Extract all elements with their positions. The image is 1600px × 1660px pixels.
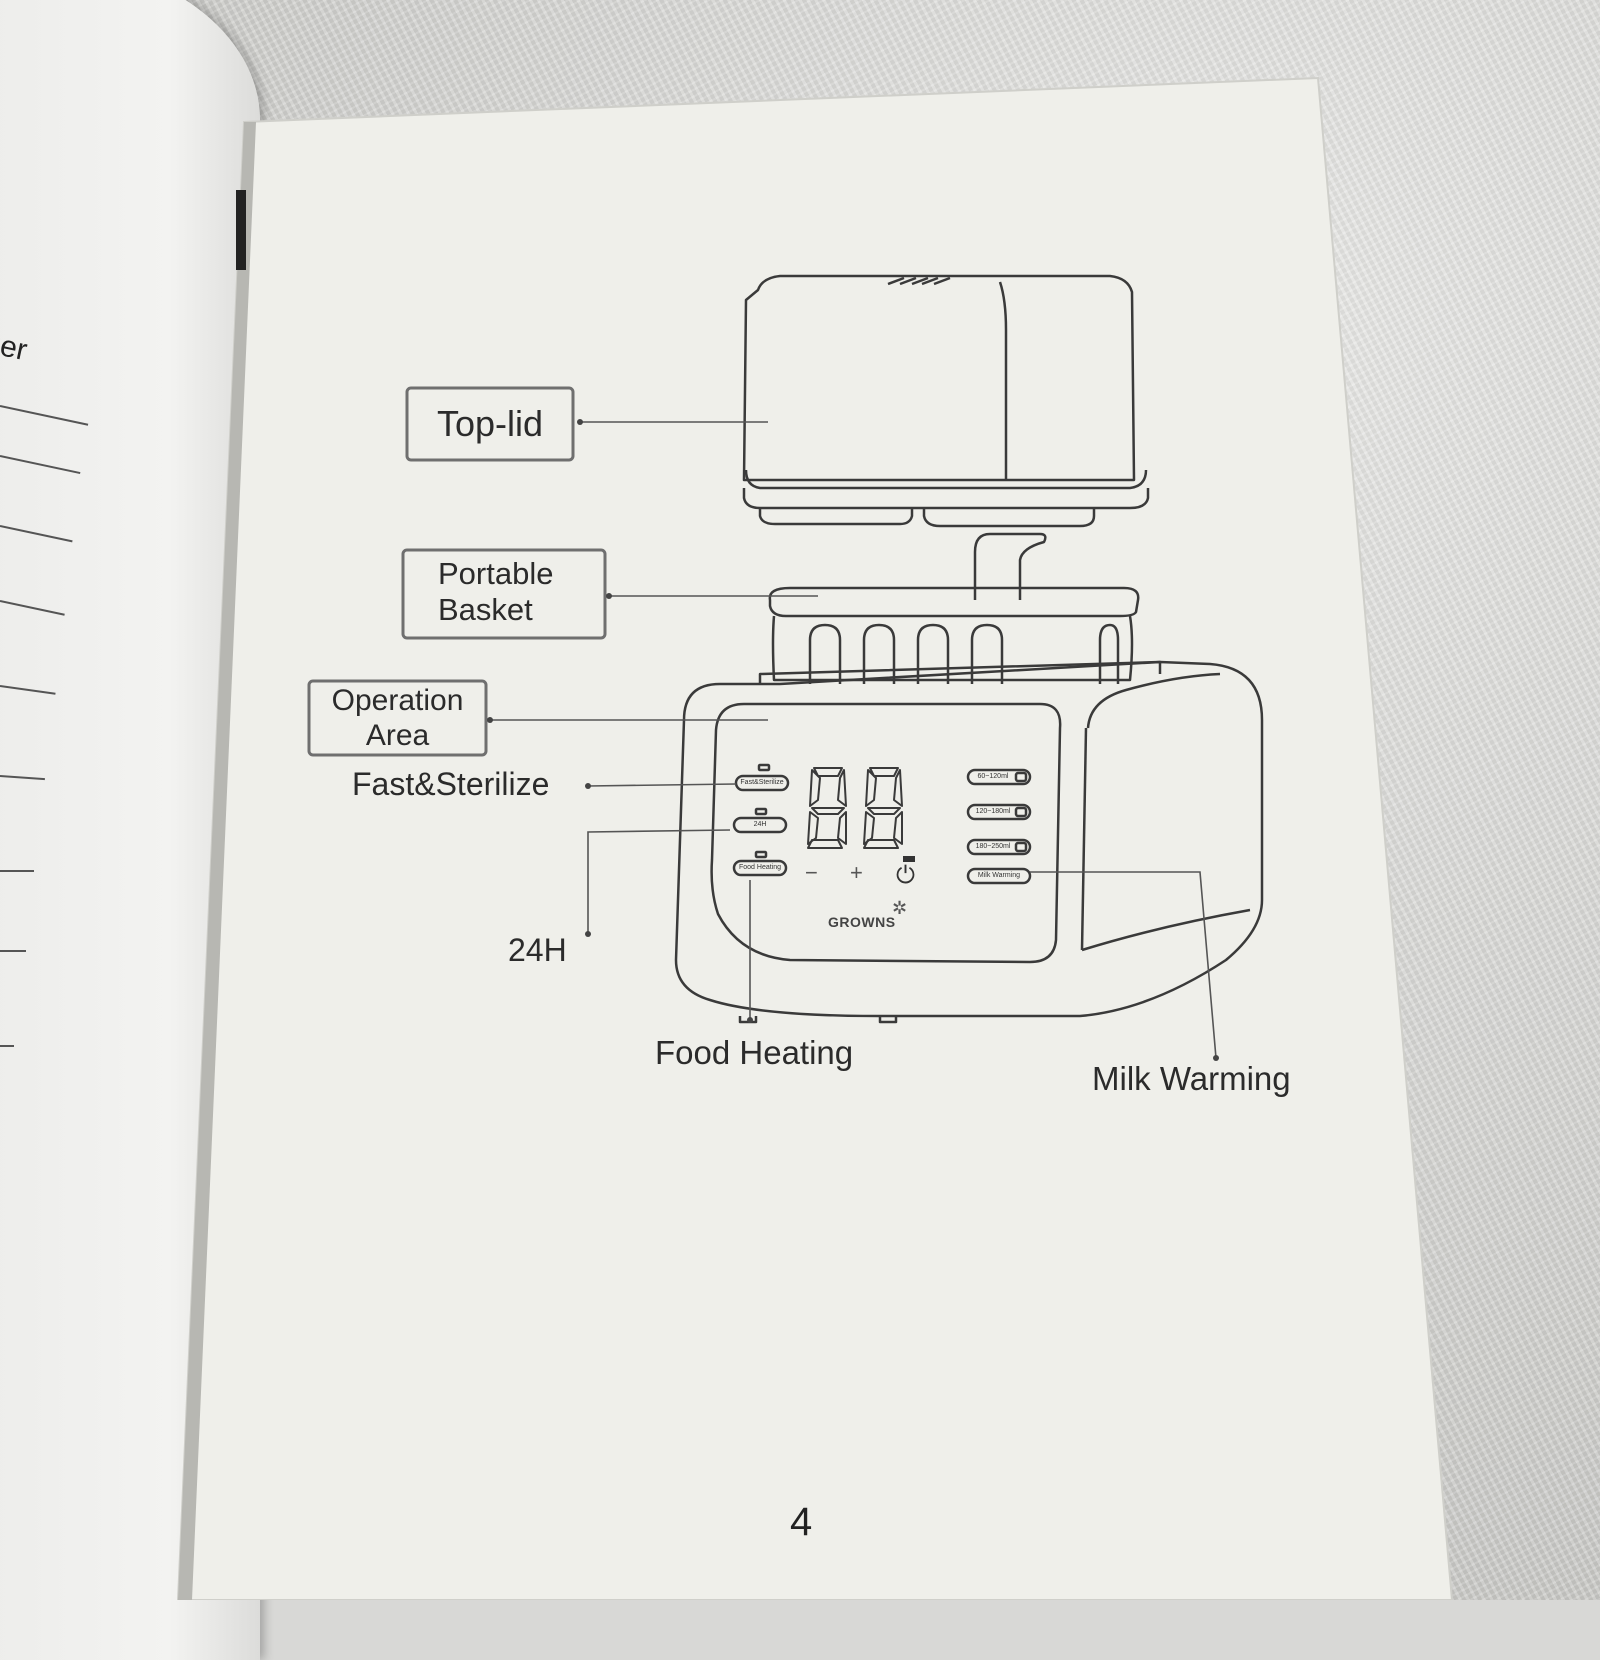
minus-symbol: − xyxy=(805,860,818,885)
panel-button-fast-sterilize: Fast&Sterilize xyxy=(740,779,784,786)
panel-button-60-120ml: 60~120ml xyxy=(977,773,1009,780)
operation-area-callout-box xyxy=(307,679,488,757)
base-drawing xyxy=(674,660,1264,1024)
manual-page-diagram xyxy=(176,76,1454,1600)
fast-sterilize-label: Fast&Sterilize xyxy=(352,766,550,802)
display-digits-text: 88 xyxy=(808,768,904,769)
page-spine-shadow xyxy=(178,122,256,1600)
power-indicator-led xyxy=(903,856,915,862)
portable-basket-drawing xyxy=(768,532,1140,684)
24h-label: 24H xyxy=(508,932,567,968)
seven-segment-display xyxy=(807,767,903,849)
operation-area-label-line1: Operation xyxy=(331,684,464,717)
panel-button-food-heating: Food Heating xyxy=(738,864,782,871)
panel-button-180-250ml: 180~250ml xyxy=(975,843,1011,850)
24h-leader xyxy=(587,829,731,934)
left-page-rule xyxy=(0,950,26,952)
brand-tree-icon: ✲ xyxy=(892,898,908,919)
operation-area-label-line2: Area xyxy=(365,718,430,752)
left-page-rule xyxy=(0,870,34,872)
milk-warming-leader xyxy=(1030,871,1217,1059)
page-number: 4 xyxy=(790,1500,813,1544)
top-lid-label: Top-lid xyxy=(436,403,544,444)
portable-basket-label: Portable Basket xyxy=(438,556,553,627)
operation-panel-outline xyxy=(710,702,1062,964)
left-page-rule xyxy=(0,1045,14,1047)
panel-button-milk-warming: Milk Warming xyxy=(977,872,1021,879)
panel-button-120-180ml: 120~180ml xyxy=(975,808,1011,815)
portable-basket-label-line2: Basket xyxy=(438,591,533,627)
plus-symbol: + xyxy=(850,860,863,885)
brand-logo-text: GROWNS xyxy=(828,914,896,930)
panel-right-buttons xyxy=(966,768,1032,885)
top-lid-callout-box xyxy=(405,386,575,462)
power-icon: ⏻ xyxy=(896,861,915,889)
panel-button-24h: 24H xyxy=(753,821,767,828)
operation-area-label: Operation Area xyxy=(309,684,486,753)
panel-left-buttons xyxy=(732,763,790,877)
portable-basket-label-line1: Portable xyxy=(438,556,554,591)
spine-tab xyxy=(236,190,246,270)
fast-sterilize-leader xyxy=(587,783,737,787)
milk-warming-label: Milk Warming xyxy=(1092,1060,1291,1097)
portable-basket-callout-box xyxy=(401,548,607,640)
food-heating-label: Food Heating xyxy=(655,1034,854,1071)
top-lid-drawing xyxy=(742,274,1150,528)
